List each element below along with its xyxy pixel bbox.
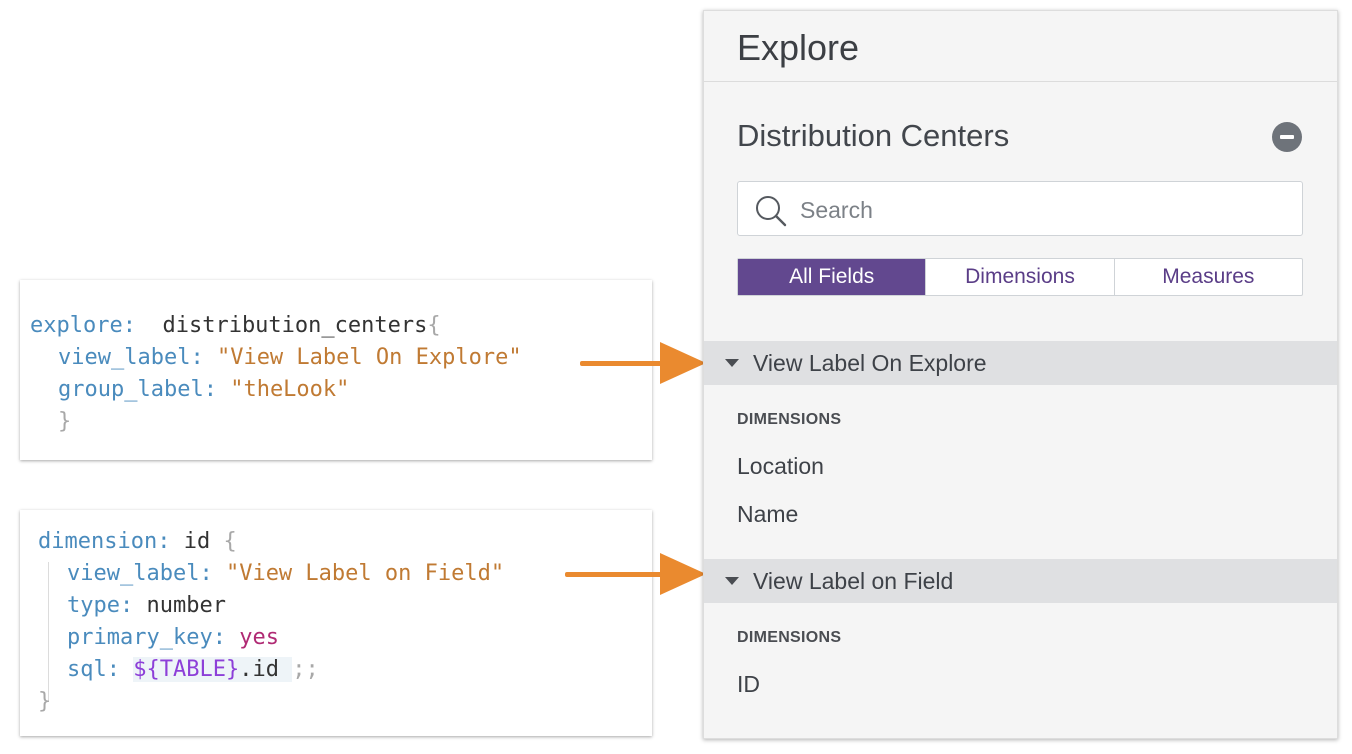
code-line: primary_key: yes [67, 622, 279, 654]
code-keyword: explore: [30, 313, 136, 338]
tab-dimensions[interactable]: Dimensions [925, 259, 1113, 295]
code-line: } [58, 406, 71, 438]
code-line: explore: distribution_centers{ [30, 310, 441, 342]
arrow-shaft [565, 571, 670, 577]
view-title: Distribution Centers [737, 118, 1010, 153]
code-keyword: dimension: [38, 529, 171, 554]
group-header-view-label-on-explore[interactable]: View Label On Explore [704, 341, 1337, 385]
search-box[interactable] [737, 181, 1303, 236]
code-keyword: sql: [67, 657, 120, 682]
arrow-head [660, 342, 706, 384]
explore-code-snippet: explore: distribution_centers{ view_labe… [20, 280, 652, 460]
explore-field-picker: Explore Distribution Centers All Fields … [703, 10, 1338, 739]
tab-measures[interactable]: Measures [1113, 259, 1302, 295]
field-id[interactable]: ID [737, 671, 760, 697]
code-sql-highlight: ${TABLE}.id [133, 657, 293, 682]
field-name[interactable]: Name [737, 501, 799, 527]
section-label-dimensions: DIMENSIONS [737, 629, 842, 646]
group-header-view-label-on-field[interactable]: View Label on Field [704, 559, 1337, 603]
arrow-shaft [580, 360, 670, 366]
indent-guide [48, 562, 49, 702]
section-label-dimensions: DIMENSIONS [737, 411, 842, 428]
divider [704, 81, 1337, 82]
arrow-head [660, 553, 706, 595]
field-location[interactable]: Location [737, 453, 824, 479]
minus-circle-icon[interactable] [1272, 122, 1302, 152]
code-line: dimension: id { [38, 526, 237, 558]
group-label: View Label On Explore [753, 349, 987, 376]
code-identifier: id [183, 529, 211, 554]
code-line: view_label: "View Label On Explore" [58, 342, 522, 374]
code-brace: } [58, 409, 72, 434]
code-keyword: view_label: [67, 561, 213, 586]
code-value: yes [239, 625, 279, 650]
code-line: view_label: "View Label on Field" [67, 558, 504, 590]
arrow-right-icon [565, 553, 706, 595]
dimension-code-snippet: dimension: id { view_label: "View Label … [20, 510, 652, 736]
code-value: number [146, 593, 226, 618]
code-string: "theLook" [230, 377, 350, 402]
page-title: Explore [737, 27, 860, 68]
caret-down-icon [725, 577, 739, 585]
group-label: View Label on Field [753, 567, 954, 594]
code-brace: { [427, 313, 441, 338]
caret-down-icon [725, 359, 739, 367]
code-brace: { [223, 529, 237, 554]
code-keyword: primary_key: [67, 625, 226, 650]
code-string: "View Label On Explore" [216, 345, 522, 370]
code-line: group_label: "theLook" [58, 374, 349, 406]
tab-all-fields[interactable]: All Fields [738, 259, 926, 295]
code-variable: ${TABLE} [133, 657, 240, 682]
search-input[interactable] [798, 190, 1282, 230]
code-keyword: group_label: [58, 377, 217, 402]
code-terminator: ;; [292, 657, 319, 682]
code-line: type: number [67, 590, 226, 622]
code-brace: } [38, 689, 52, 714]
search-icon [756, 196, 787, 227]
code-text: .id [239, 657, 279, 682]
field-filter-tabs: All Fields Dimensions Measures [737, 258, 1303, 296]
code-keyword: type: [67, 593, 134, 618]
code-line: sql: ${TABLE}.id ;; [67, 654, 319, 686]
arrow-right-icon [580, 342, 706, 384]
code-identifier: distribution_centers [162, 313, 428, 338]
code-line: } [38, 686, 51, 718]
code-keyword: view_label: [58, 345, 204, 370]
code-string: "View Label on Field" [225, 561, 505, 586]
